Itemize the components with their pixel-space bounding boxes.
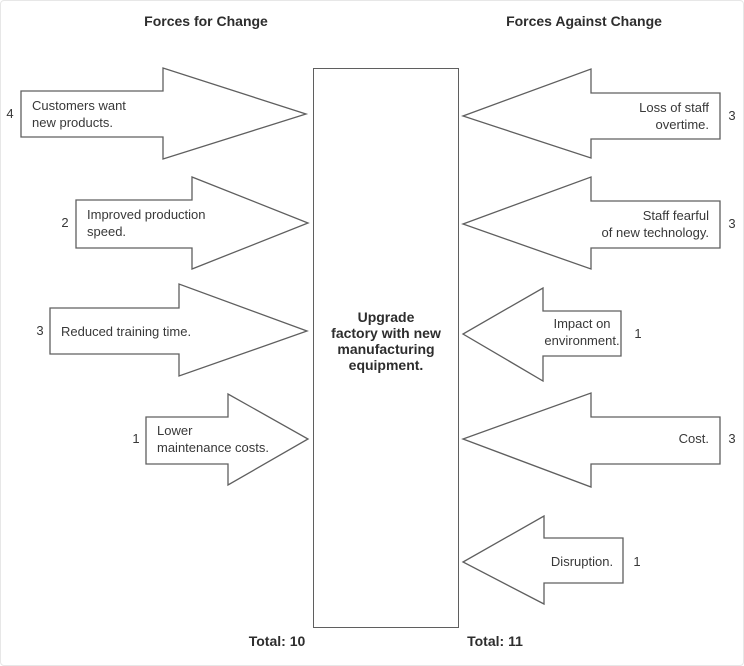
total-for: Total: 10	[248, 633, 306, 649]
force-against-arrow-2	[461, 176, 721, 270]
force-against-score-3: 1	[634, 326, 642, 341]
force-for-score-2: 2	[61, 215, 69, 230]
force-for-label-3: Reduced training time.	[61, 324, 192, 339]
force-for-arrow-4	[145, 392, 310, 487]
force-for-score-4: 1	[132, 431, 140, 446]
change-proposal-text: Upgrade factory with new manufacturing e…	[331, 309, 441, 373]
force-for-score-3: 3	[36, 323, 44, 338]
force-for-arrow-1	[20, 67, 309, 160]
force-against-arrow-5	[461, 514, 624, 606]
force-against-label-1: Loss of staff overtime.	[639, 100, 709, 132]
force-for-score-1: 4	[6, 106, 14, 121]
force-against-label-2: Staff fearful of new technology.	[601, 208, 709, 240]
force-for-arrow-2	[75, 176, 310, 270]
change-proposal-line: manufacturing	[337, 341, 435, 357]
force-against-arrow-4	[461, 392, 721, 488]
change-proposal-line: equipment.	[348, 357, 424, 373]
forces-for-header: Forces for Change	[144, 13, 268, 29]
force-against-arrow-3	[461, 286, 622, 383]
change-proposal-line: Upgrade	[357, 309, 415, 325]
force-against-score-5: 1	[633, 554, 641, 569]
change-proposal-box: Upgrade factory with new manufacturing e…	[313, 68, 459, 628]
force-against-score-1: 3	[728, 108, 736, 123]
force-for-arrow-3	[49, 283, 309, 377]
force-against-score-2: 3	[728, 216, 736, 231]
force-for-label-2: Improved production speed.	[87, 207, 206, 239]
force-for-label-1: Customers want new products.	[32, 98, 126, 130]
force-against-score-4: 3	[728, 431, 736, 446]
total-against: Total: 11	[467, 633, 523, 649]
force-against-arrow-1	[461, 68, 721, 159]
force-against-label-5: Disruption.	[550, 554, 614, 569]
force-against-label-3: Impact on environment.	[544, 316, 620, 348]
force-against-label-4: Cost.	[678, 431, 709, 446]
forces-against-header: Forces Against Change	[506, 13, 662, 29]
force-for-label-4: Lower maintenance costs.	[157, 423, 270, 455]
change-proposal-line: factory with new	[331, 325, 441, 341]
